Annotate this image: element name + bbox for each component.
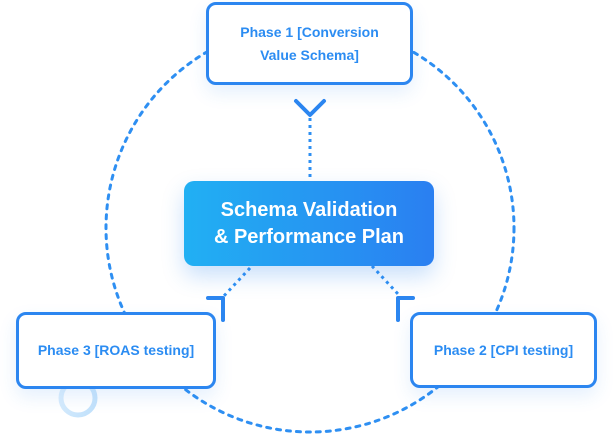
connector-phase-2 — [370, 264, 400, 296]
phase-2-label: Phase 2 [CPI testing] — [433, 341, 574, 358]
corner-bracket-right-icon — [396, 296, 415, 322]
phase-1-label-line2: Value Schema] — [260, 46, 359, 63]
center-label-line1: Schema Validation — [220, 198, 398, 221]
center-label-line2: & Performance Plan — [213, 225, 405, 248]
phase-3-box: Phase 3 [ROAS testing] — [16, 312, 216, 389]
connector-phase-3 — [220, 266, 252, 300]
chevron-down-icon — [294, 99, 326, 117]
phase-3-label: Phase 3 [ROAS testing] — [37, 342, 195, 358]
phase-2-box: Phase 2 [CPI testing] — [410, 312, 597, 388]
corner-bracket-left-icon — [206, 296, 225, 322]
phase-1-label-line1: Phase 1 [Conversion — [240, 23, 379, 40]
center-box: Schema Validation & Performance Plan — [184, 181, 434, 266]
phase-1-box: Phase 1 [Conversion Value Schema] — [206, 2, 413, 85]
